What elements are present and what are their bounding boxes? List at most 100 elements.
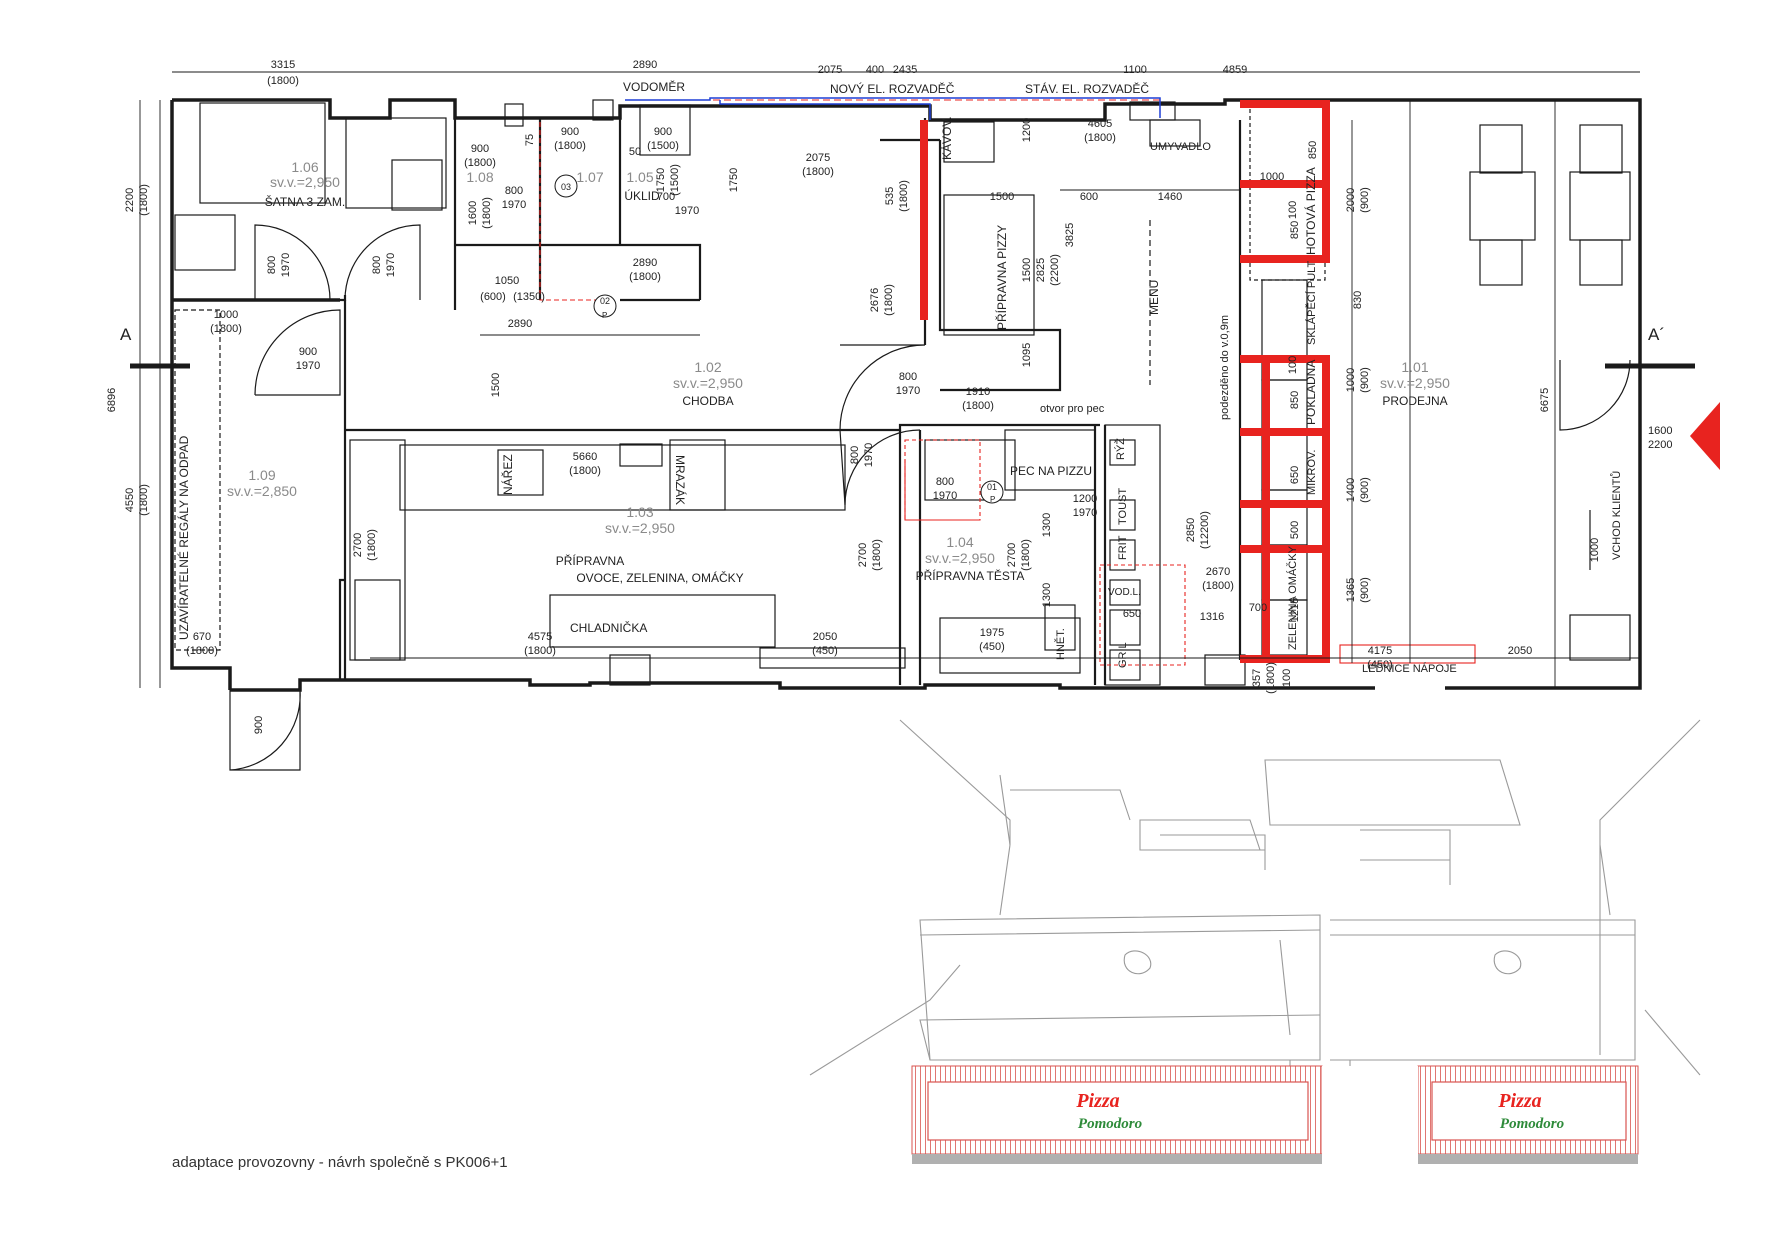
dim: 2825 (1035, 258, 1047, 282)
section-a-right: A´ (1648, 325, 1665, 344)
room-height: sv.v.=2,950 (673, 375, 743, 391)
room-height: sv.v.=2,850 (227, 483, 297, 499)
dim: 1200 (1073, 493, 1097, 505)
dim: 850 (1289, 391, 1301, 409)
pizza-logo: Pizza Pomodoro (1075, 1090, 1142, 1132)
logo-word: Pomodoro (1078, 1116, 1142, 1132)
dim: 2200 (124, 188, 136, 212)
door-tag-02: 02 (600, 296, 610, 306)
dim: 4550 (124, 488, 136, 512)
room-name: PŘÍPRAVNA TĚSTA (916, 568, 1025, 583)
label-kavovar: KÁVOV. (939, 116, 954, 160)
dim: (1500) (669, 164, 681, 196)
dim: 2050 (1508, 645, 1532, 657)
dim: 1500 (1021, 258, 1033, 282)
dim: 1050 (495, 275, 519, 287)
dim: 2050 (813, 631, 837, 643)
room-height: sv.v.=2,950 (925, 550, 995, 566)
room-height: sv.v.=2,950 (1380, 375, 1450, 391)
dim: 50 (629, 146, 641, 158)
dim: 1970 (1073, 507, 1097, 519)
dim: (450) (812, 645, 838, 657)
red-guides (539, 99, 1476, 666)
facade-plinth (912, 1154, 1638, 1164)
dim: 900 (471, 143, 489, 155)
new-walls (920, 100, 1330, 663)
dim: (1800) (802, 166, 834, 178)
dim: 850 (1307, 141, 1319, 159)
room-labels: 1.06 sv.v.=2,950 ŠATNA 3 ZAM. 1.08 1.07 … (227, 159, 1450, 585)
dim: (1350) (513, 291, 545, 303)
dim: (1800) (481, 197, 493, 229)
dim: 2435 (893, 64, 917, 76)
label-vchod: VCHOD KLIENTŮ (1610, 471, 1623, 560)
dim: 4575 (528, 631, 552, 643)
dim: 700 (657, 191, 675, 203)
room-height: sv.v.=2,950 (605, 520, 675, 536)
room-height: sv.v.=2,950 (270, 174, 340, 190)
dim: 900 (654, 126, 672, 138)
door-tag-03: 03 (561, 182, 571, 192)
dim: (900) (1359, 367, 1371, 393)
dim: 1970 (280, 253, 292, 277)
label-mrazak: MRAZÁK (673, 455, 688, 505)
label-hotova-pizza: HOTOVÁ PIZZA (1303, 167, 1318, 255)
dim: 700 (1249, 602, 1267, 614)
label-lednice: LEDNICE NÁPOJE (1362, 662, 1457, 675)
dim: 1100 (1123, 64, 1147, 76)
label-gril: GRIL (1117, 642, 1129, 668)
logo-word: Pomodoro (1500, 1116, 1564, 1132)
dim: 3315 (271, 59, 295, 71)
dim: 2890 (508, 318, 532, 330)
dim: 600 (1080, 191, 1098, 203)
dim: (1800) (210, 323, 242, 335)
water-pipe (625, 97, 1161, 120)
dim: 2075 (806, 152, 830, 164)
label-podezdeno: podezděno do v.0,9m (1219, 315, 1231, 420)
dim: 6675 (1539, 388, 1551, 412)
dim: 75 (524, 134, 536, 146)
dim: 2000 (1345, 188, 1357, 212)
dim: 2700 (1006, 543, 1018, 567)
equipment-labels: VODOMĚR NOVÝ EL. ROZVADĚČ STÁV. EL. ROZV… (120, 79, 1672, 675)
dim: (1500) (647, 140, 679, 152)
dim: 1095 (1021, 343, 1033, 367)
dim: (1800) (464, 157, 496, 169)
dim: 2890 (633, 59, 657, 71)
label-otvor: otvor pro pec (1040, 403, 1105, 415)
label-menu: MENU (1147, 280, 1161, 315)
label-zelenina: ZELENINA OMÁČKY (1286, 545, 1299, 650)
dim: 1970 (896, 385, 920, 397)
dim: 535 (884, 187, 896, 205)
dim: 670 (193, 631, 211, 643)
room-name: ŠATNA 3 ZAM. (265, 194, 345, 209)
dim: 850 (1289, 221, 1301, 239)
dim: 1910 (966, 386, 990, 398)
room-name: PRODEJNA (1382, 394, 1447, 408)
dim: 2850 (1185, 518, 1197, 542)
dim: 357 (1251, 669, 1263, 687)
label-stav-rozvadec: STÁV. EL. ROZVADĚČ (1025, 81, 1149, 96)
dim: (450) (979, 641, 1005, 653)
dim: 5660 (573, 451, 597, 463)
dim: 100 (1281, 669, 1293, 687)
room-name: CHODBA (682, 394, 733, 408)
dim: 4605 (1088, 118, 1112, 130)
label-umyvadlo: UMYVADLO (1150, 141, 1211, 153)
dim: 650 (1289, 466, 1301, 484)
label-narez: NÁŘEZ (500, 454, 515, 495)
dim: 1365 (1345, 578, 1357, 602)
dim: 1600 (467, 201, 479, 225)
room-name: OVOCE, ZELENINA, OMÁČKY (576, 570, 743, 585)
dim: (600) (480, 291, 506, 303)
dim: 800 (266, 256, 278, 274)
dim: 1500 (990, 191, 1014, 203)
dim: 100 (1287, 356, 1299, 374)
dim: 900 (253, 716, 265, 734)
label-sklapeci-pult: SKLÁPĚCÍ PULT (1305, 261, 1318, 345)
room-num: 1.03 (626, 504, 653, 520)
dim: (2200) (1049, 254, 1061, 286)
label-pripravna-pizzy: PŘÍPRAVNA PIZZY (994, 225, 1009, 330)
label-pokladna: POKLADNA (1304, 360, 1318, 425)
dim: 1316 (1200, 611, 1224, 623)
